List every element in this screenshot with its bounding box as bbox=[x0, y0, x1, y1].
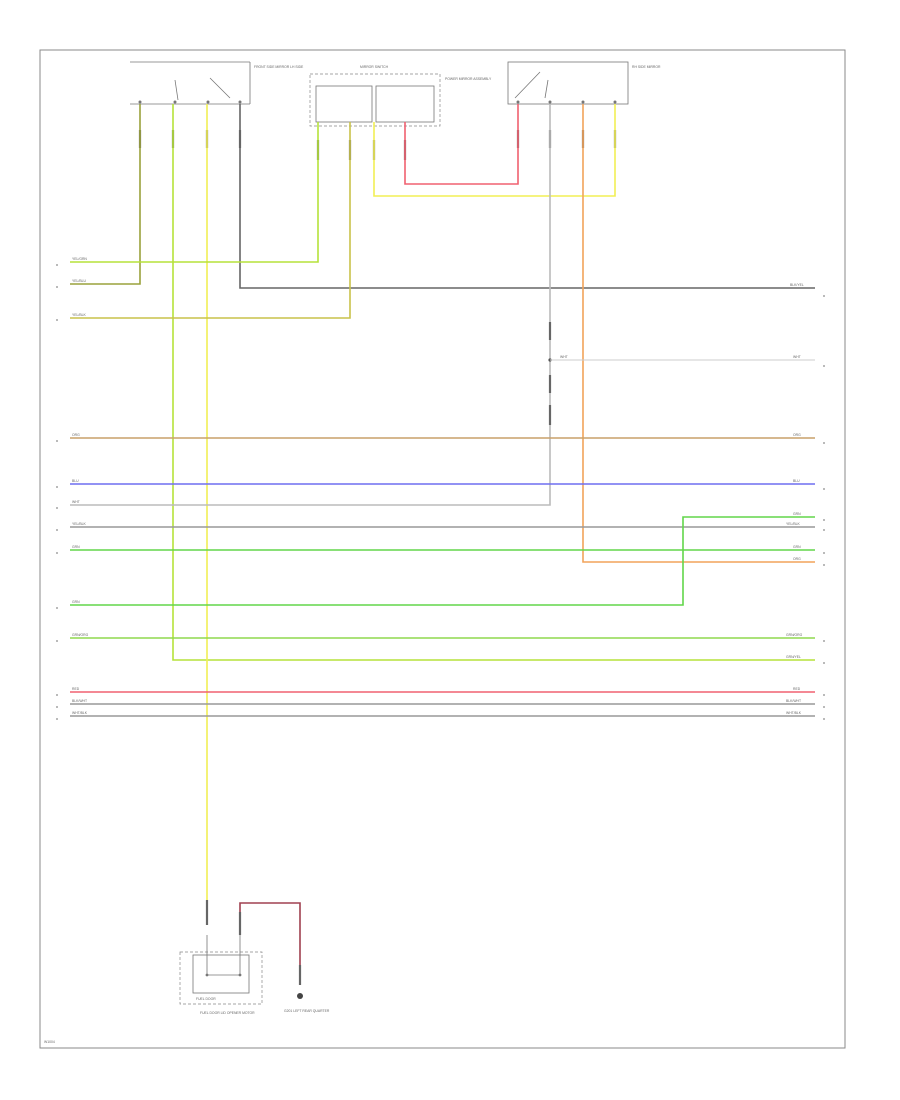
right-label-10: GRN/YEL bbox=[786, 655, 801, 659]
left-label-5: BLU bbox=[72, 479, 79, 483]
left-pin-dots bbox=[56, 264, 58, 720]
connector-stubs bbox=[138, 130, 617, 160]
wire-white-right bbox=[70, 104, 551, 506]
figure-id: W1004 bbox=[44, 1040, 55, 1044]
right-label-9: GRN/ORG bbox=[786, 633, 803, 637]
left-label-11: RED bbox=[72, 687, 80, 691]
mid-connector-label: MIRROR SWITCH bbox=[360, 65, 389, 69]
right-label-3: ORG bbox=[793, 433, 801, 437]
wire-orange-right bbox=[582, 104, 815, 563]
right-label-13: WHT/BLK bbox=[786, 711, 802, 715]
left-label-2: YEL/BLU bbox=[72, 279, 86, 283]
left-label-3: YEL/BLK bbox=[72, 313, 86, 317]
right-pin-dots bbox=[823, 295, 825, 720]
left-label-1: YEL/GRN bbox=[72, 257, 87, 261]
wire-yellow-mid bbox=[373, 104, 616, 197]
fuel-door-label: FUEL DOOR LID OPENER MOTOR bbox=[200, 1011, 255, 1015]
splice-label-left: WHT bbox=[560, 355, 568, 359]
splice-label-right: WHT bbox=[793, 355, 801, 359]
wire-green-jog bbox=[70, 516, 815, 606]
left-label-8: GRN bbox=[72, 545, 80, 549]
right-label-8: ORG bbox=[793, 557, 801, 561]
right-mirror-switch: RH SIDE MIRROR bbox=[507, 61, 661, 105]
right-label-11: RED bbox=[793, 687, 801, 691]
wire-dark-left bbox=[239, 104, 815, 289]
left-label-13: WHT/BLK bbox=[72, 711, 88, 715]
wire-lime-mid bbox=[70, 122, 319, 263]
fuel-box-label: FUEL DOOR bbox=[196, 997, 216, 1001]
fuel-door-motor: FUEL DOOR FUEL DOOR LID OPENER MOTOR G20… bbox=[179, 900, 330, 1015]
right-switch-label: RH SIDE MIRROR bbox=[632, 65, 661, 69]
wire-olive-left bbox=[70, 104, 141, 285]
right-label-7: GRN bbox=[793, 545, 801, 549]
splice-white: WHT WHT bbox=[548, 322, 815, 425]
right-label-12: BLK/WHT bbox=[786, 699, 801, 703]
right-wire-labels: BLK/YEL ORG BLU GRN YEL/BLK GRN ORG GRN/… bbox=[786, 283, 804, 715]
mid-assembly-label: POWER MIRROR ASSEMBLY bbox=[445, 77, 492, 81]
right-label-4: BLU bbox=[793, 479, 800, 483]
left-label-12: BLK/WHT bbox=[72, 699, 87, 703]
mirror-switch-connector: MIRROR SWITCH POWER MIRROR ASSEMBLY bbox=[309, 65, 492, 127]
left-mirror-switch: FRONT SIDE MIRROR LH SIDE bbox=[130, 61, 304, 105]
left-label-7: YEL/BLK bbox=[72, 522, 86, 526]
left-label-9: GRN bbox=[72, 600, 80, 604]
right-label-6: YEL/BLK bbox=[786, 522, 800, 526]
wire-olive-mid bbox=[70, 122, 351, 319]
left-label-4: ORG bbox=[72, 433, 80, 437]
wire-lime-left bbox=[172, 104, 815, 661]
right-label-5: GRN bbox=[793, 512, 801, 516]
ground-label: G201 LEFT REAR QUARTER bbox=[284, 1009, 330, 1013]
left-label-10: GRN/ORG bbox=[72, 633, 89, 637]
right-label-1: BLK/YEL bbox=[790, 283, 804, 287]
wire-red-mid bbox=[404, 104, 519, 185]
diagram-frame bbox=[39, 49, 846, 1049]
left-switch-label: FRONT SIDE MIRROR LH SIDE bbox=[254, 65, 304, 69]
left-wire-labels: YEL/GRN YEL/BLU YEL/BLK ORG BLU WHT YEL/… bbox=[72, 257, 89, 715]
left-label-6: WHT bbox=[72, 500, 80, 504]
